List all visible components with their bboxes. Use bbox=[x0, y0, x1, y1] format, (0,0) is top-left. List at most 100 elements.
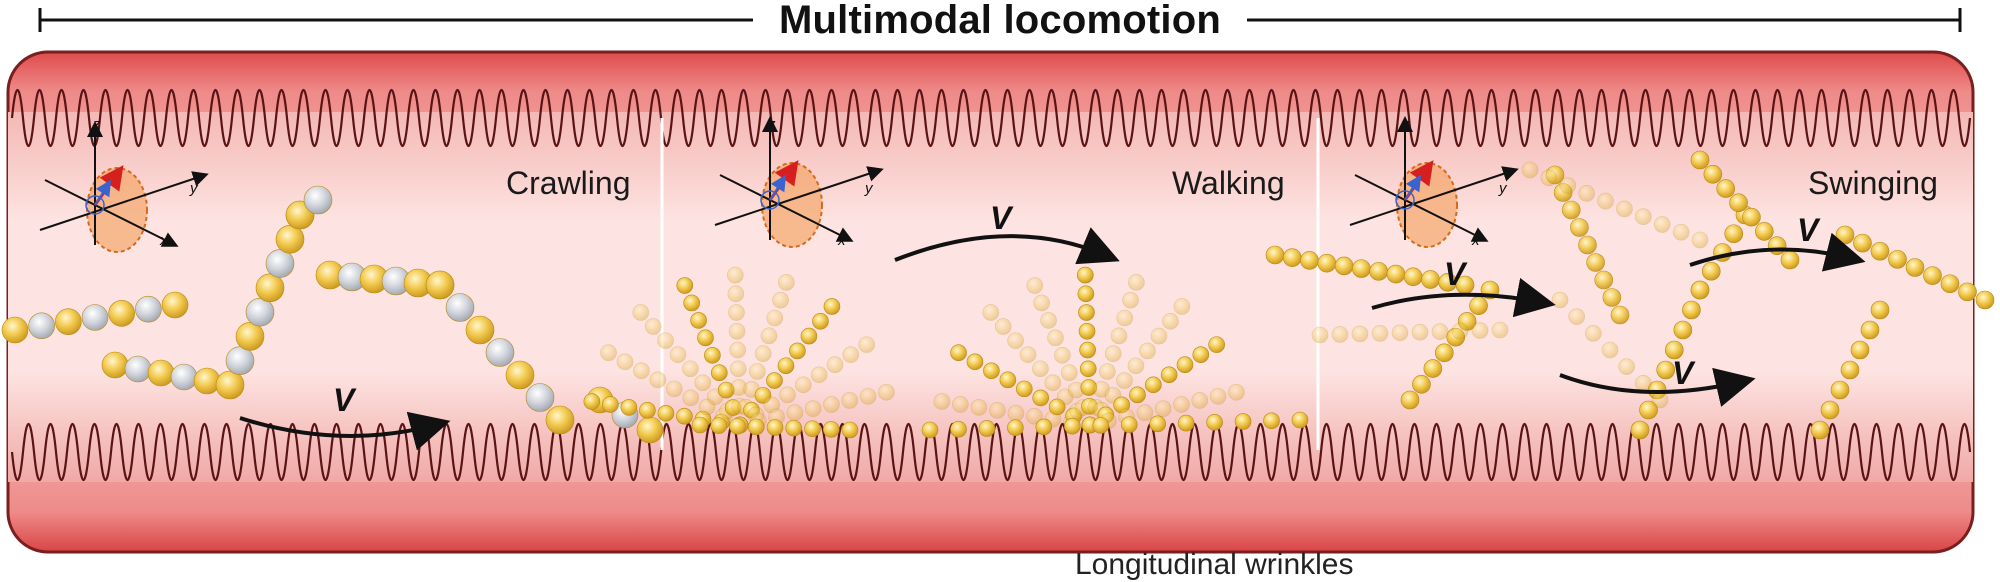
bead bbox=[1635, 375, 1652, 392]
bead-chain bbox=[1521, 161, 1709, 249]
bead bbox=[1703, 164, 1723, 184]
bead bbox=[1653, 216, 1671, 233]
bead bbox=[1064, 417, 1081, 435]
bead bbox=[1122, 291, 1139, 309]
field-vector bbox=[94, 179, 112, 206]
bead bbox=[583, 393, 601, 410]
y-axis bbox=[1349, 166, 1519, 226]
axis-label-x: x bbox=[160, 232, 168, 249]
bead-chain bbox=[921, 411, 1309, 439]
bead bbox=[235, 322, 265, 351]
bead bbox=[1206, 414, 1223, 431]
bead bbox=[657, 332, 674, 349]
bead bbox=[1127, 357, 1145, 375]
bead bbox=[1007, 419, 1024, 436]
bead bbox=[465, 315, 495, 345]
bead bbox=[1076, 266, 1094, 284]
bead bbox=[1351, 325, 1369, 343]
bead bbox=[1104, 345, 1122, 362]
bead bbox=[1421, 270, 1440, 289]
bead bbox=[265, 249, 295, 278]
bead bbox=[1371, 325, 1389, 342]
axis-label-y: y bbox=[190, 180, 198, 197]
bead bbox=[779, 386, 796, 404]
bead bbox=[1403, 267, 1423, 287]
bead bbox=[644, 318, 662, 335]
bead bbox=[785, 419, 803, 437]
bead bbox=[1040, 312, 1057, 329]
axis-triad-swinging bbox=[1349, 116, 1519, 248]
bead bbox=[1940, 274, 1960, 294]
axis-label-z: z bbox=[1402, 116, 1410, 133]
bead bbox=[786, 404, 804, 422]
bead bbox=[823, 396, 840, 413]
bead-chain bbox=[1, 291, 189, 344]
velocity-label: V bbox=[1672, 355, 1694, 391]
bead bbox=[632, 304, 650, 321]
bead bbox=[1540, 169, 1558, 187]
bead bbox=[639, 402, 656, 419]
bead bbox=[1044, 374, 1062, 392]
bead bbox=[1007, 404, 1025, 422]
bead bbox=[602, 396, 619, 413]
bead bbox=[878, 383, 895, 401]
bead bbox=[1007, 332, 1024, 349]
bead bbox=[1026, 277, 1044, 294]
bead bbox=[669, 346, 687, 363]
bead-chain bbox=[425, 270, 575, 435]
bead bbox=[1672, 223, 1690, 241]
bead bbox=[1317, 253, 1337, 273]
bead bbox=[694, 374, 712, 392]
bead bbox=[970, 399, 988, 416]
bead bbox=[215, 370, 245, 400]
bead bbox=[525, 383, 555, 412]
bead bbox=[1078, 322, 1096, 340]
bead bbox=[1835, 225, 1855, 245]
bead bbox=[1597, 192, 1614, 210]
bead bbox=[1079, 341, 1096, 359]
bead bbox=[1471, 322, 1489, 339]
bead bbox=[1469, 296, 1488, 316]
bead bbox=[147, 359, 175, 387]
x-axis bbox=[44, 179, 179, 247]
bead bbox=[1334, 256, 1354, 276]
bead bbox=[1578, 235, 1597, 255]
bead bbox=[789, 342, 806, 360]
title-bracket bbox=[38, 8, 1962, 32]
velocity-label: V bbox=[1444, 256, 1466, 292]
bead bbox=[1116, 372, 1133, 389]
bead bbox=[657, 404, 675, 422]
bead bbox=[727, 285, 745, 303]
bead bbox=[804, 400, 822, 417]
bead bbox=[1767, 236, 1787, 256]
bead bbox=[676, 277, 694, 294]
velocity-arrow bbox=[1559, 367, 1756, 407]
bead bbox=[1958, 282, 1977, 302]
velocity-label: V bbox=[990, 200, 1012, 236]
bead bbox=[1690, 150, 1710, 170]
panel-label-walking: Walking bbox=[1172, 165, 1285, 201]
bead bbox=[1559, 177, 1577, 194]
bead bbox=[1742, 207, 1761, 227]
bead bbox=[1754, 222, 1774, 241]
axis-label-x: x bbox=[838, 232, 846, 249]
bead bbox=[1664, 340, 1684, 360]
bead bbox=[1228, 383, 1245, 401]
bead bbox=[1586, 253, 1605, 272]
bead-chain bbox=[1081, 336, 1225, 434]
bead bbox=[1331, 326, 1349, 343]
bead-chains bbox=[1, 150, 1995, 444]
bead bbox=[1568, 308, 1585, 325]
bead bbox=[1026, 407, 1043, 425]
bead bbox=[933, 393, 951, 410]
bead bbox=[1291, 411, 1309, 429]
bead bbox=[950, 420, 967, 438]
bead bbox=[81, 304, 109, 331]
bead bbox=[1729, 193, 1748, 213]
bead bbox=[1635, 208, 1652, 225]
bead bbox=[1561, 200, 1581, 220]
y-axis bbox=[714, 166, 884, 226]
bead bbox=[728, 322, 746, 340]
bead bbox=[1136, 404, 1154, 422]
